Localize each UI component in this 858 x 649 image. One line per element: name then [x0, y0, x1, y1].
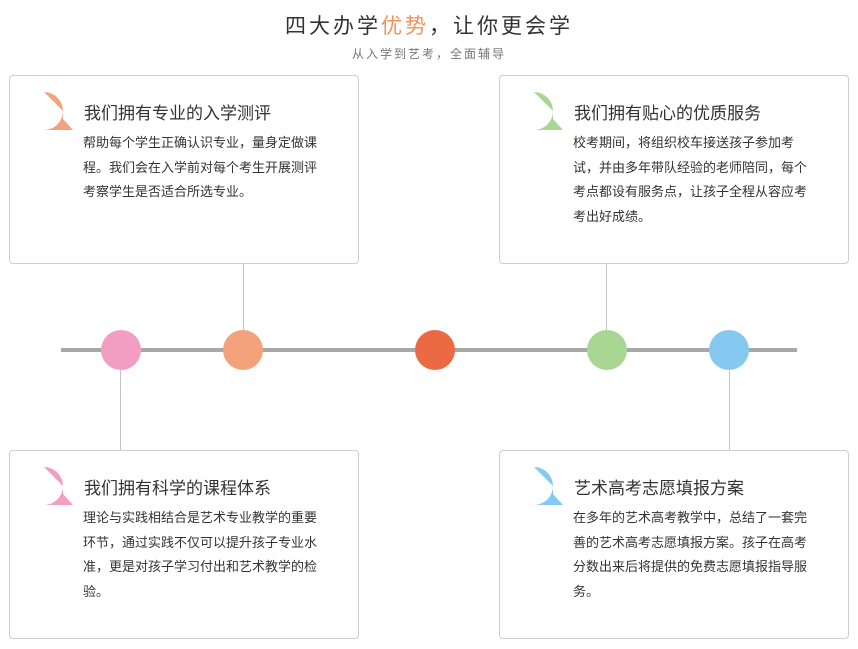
card-body: 校考期间，将组织校车接送孩子参加考试，并由多年带队经验的老师陪同，每个考点都设有…: [573, 136, 808, 225]
advantage-card-2: 2. 我们拥有贴心的优质服务 校考期间，将组织校车接送孩子参加考试，并由多年带队…: [499, 75, 849, 264]
advantage-card-3: 3. 我们拥有科学的课程体系 理论与实践相结合是艺术专业教学的重要环节，通过实践…: [9, 450, 359, 639]
timeline-dot-5: [709, 330, 749, 370]
advantage-card-4: 4. 艺术高考志愿填报方案 在多年的艺术高考教学中，总结了一套完善的艺术高考志愿…: [499, 450, 849, 639]
card-title: 我们拥有专业的入学测评: [84, 103, 271, 124]
timeline-dot-4: [587, 330, 627, 370]
connector-line-1: [243, 263, 244, 331]
card-body: 帮助每个学生正确认识专业，量身定做课程。我们会在入学前对每个考生开展测评考察学生…: [83, 136, 318, 200]
connector-line-2: [606, 263, 607, 331]
advantage-card-1: 1. 我们拥有专业的入学测评 帮助每个学生正确认识专业，量身定做课程。我们会在入…: [9, 75, 359, 264]
card-title: 我们拥有科学的课程体系: [84, 478, 271, 499]
page-title: 四大办学优势，让你更会学: [0, 10, 858, 40]
card-body: 理论与实践相结合是艺术专业教学的重要环节，通过实践不仅可以提升孩子专业水准，更是…: [83, 511, 318, 600]
connector-line-4: [729, 370, 730, 451]
timeline-dot-3: [415, 330, 455, 370]
badge-number: 3.: [38, 476, 56, 496]
card-body: 在多年的艺术高考教学中，总结了一套完善的艺术高考志愿填报方案。孩子在高考分数出来…: [573, 511, 808, 600]
title-text-before: 四大办学: [285, 14, 381, 38]
page-subtitle: 从入学到艺考，全面辅导: [351, 47, 506, 61]
connector-line-3: [120, 370, 121, 451]
badge-number: 2.: [528, 101, 546, 121]
number-badge-icon: 1.: [24, 91, 74, 131]
card-title: 艺术高考志愿填报方案: [574, 478, 744, 499]
timeline-dot-2: [223, 330, 263, 370]
number-badge-icon: 3.: [24, 466, 74, 506]
number-badge-icon: 4.: [514, 466, 564, 506]
number-badge-icon: 2.: [514, 91, 564, 131]
title-highlight: 优势: [381, 14, 429, 38]
badge-number: 4.: [528, 476, 546, 496]
title-text-after: ，让你更会学: [429, 14, 573, 38]
card-title: 我们拥有贴心的优质服务: [574, 103, 761, 124]
timeline-dot-1: [101, 330, 141, 370]
badge-number: 1.: [38, 101, 56, 121]
